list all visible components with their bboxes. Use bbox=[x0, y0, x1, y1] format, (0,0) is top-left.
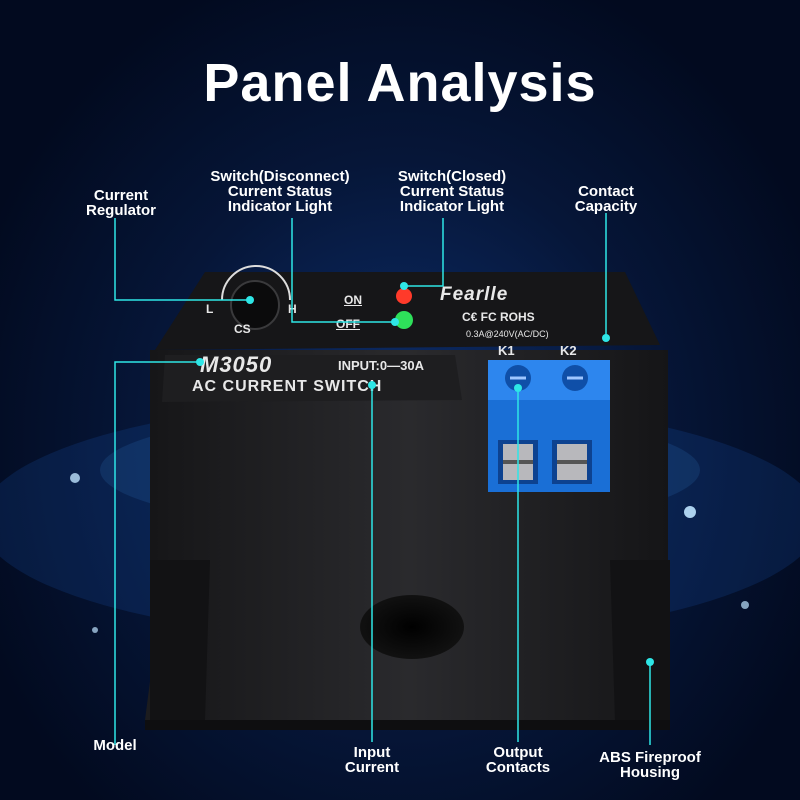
callout-line-3: Indicator Light bbox=[399, 198, 505, 215]
red-led bbox=[396, 288, 412, 304]
callout-output-contacts: Output Contacts bbox=[474, 745, 562, 775]
callout-current-regulator: Current Regulator bbox=[66, 188, 176, 218]
terminal-label-k2: K2 bbox=[560, 343, 577, 358]
callout-line-1: Switch(Disconnect) bbox=[210, 168, 350, 185]
callout-line-2: Housing bbox=[620, 764, 680, 781]
knob-low-label: L bbox=[206, 302, 214, 316]
callout-line-2: Capacity bbox=[574, 198, 638, 215]
callout-line-1: ABS Fireproof bbox=[599, 749, 701, 766]
green-led bbox=[395, 311, 413, 329]
input-range-text: INPUT:0—30A bbox=[338, 358, 424, 373]
knob-label: CS bbox=[234, 322, 251, 336]
certifications-text: C€ FC ROHS bbox=[462, 310, 535, 324]
callout-line-2: Current Status bbox=[399, 183, 505, 200]
callout-housing: ABS Fireproof Housing bbox=[588, 750, 712, 780]
callout-contact-capacity: Contact Capacity bbox=[556, 184, 656, 214]
model-text: M3050 bbox=[200, 352, 273, 377]
callout-input-current: Input Current bbox=[330, 745, 414, 775]
callout-line-1: Model bbox=[93, 737, 137, 754]
callout-model: Model bbox=[80, 738, 150, 753]
callout-line-2: Regulator bbox=[85, 202, 156, 219]
top-panel bbox=[155, 272, 660, 350]
callout-line-1: Switch(Closed) bbox=[397, 168, 507, 185]
page-title: Panel Analysis bbox=[203, 53, 597, 113]
rating-text: 0.3A@240V(AC/DC) bbox=[466, 329, 549, 339]
callout-line-3: Indicator Light bbox=[227, 198, 333, 215]
terminal-label-k1: K1 bbox=[498, 343, 515, 358]
input-current-hole bbox=[360, 595, 464, 659]
on-label: ON bbox=[344, 293, 362, 307]
callout-closed-indicator: Switch(Closed) Current Status Indicator … bbox=[372, 169, 532, 214]
callout-line-2: Contacts bbox=[485, 759, 551, 776]
callout-line-1: Current bbox=[93, 187, 149, 204]
current-regulator-knob bbox=[230, 280, 280, 330]
callout-line-1: Output bbox=[493, 744, 543, 761]
device-name-text: AC CURRENT SWITCH bbox=[192, 378, 383, 395]
callout-line-1: Input bbox=[353, 744, 391, 761]
off-label: OFF bbox=[336, 317, 360, 331]
callout-line-2: Current Status bbox=[227, 183, 333, 200]
callout-line-1: Contact bbox=[578, 183, 634, 200]
callout-line-2: Current bbox=[344, 759, 400, 776]
brand-logo-text: Fearlle bbox=[440, 284, 509, 305]
callout-disconnect-indicator: Switch(Disconnect) Current Status Indica… bbox=[195, 169, 365, 214]
